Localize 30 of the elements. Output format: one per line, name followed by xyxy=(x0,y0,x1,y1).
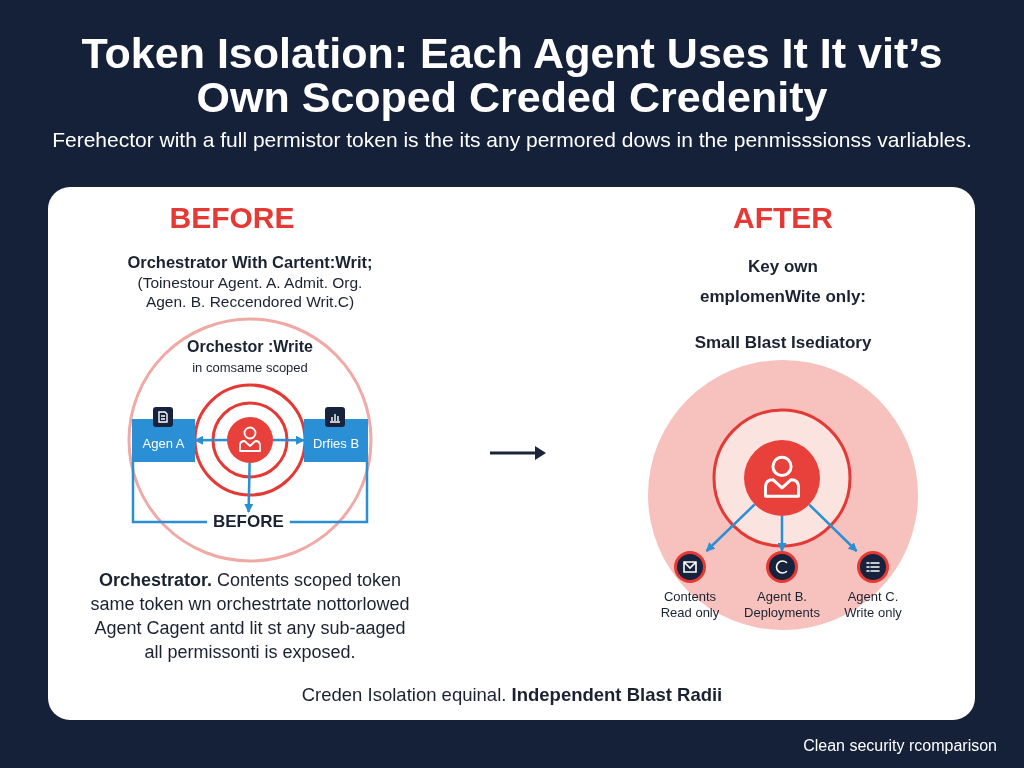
title: Token Isolation: Each Agent Uses It It vit’s Own Scoped Creded Credenity xyxy=(80,31,944,119)
subheading: Orchestrator With Cartent:Writ; xyxy=(126,252,374,272)
section-heading: AFTER xyxy=(732,200,834,236)
arrow xyxy=(273,435,305,445)
agent-label: Agen A xyxy=(142,436,185,451)
arrow xyxy=(705,503,756,552)
subheading: Key own emplomenWite only: xyxy=(698,256,868,308)
circle-subtitle: in comsame scoped xyxy=(191,359,309,376)
icon-caption: Agent B. Deployments xyxy=(743,589,821,621)
circle-title: Small Blast Isediatory xyxy=(693,332,873,353)
arrow xyxy=(808,503,858,552)
arrow xyxy=(777,516,787,552)
person-icon xyxy=(227,417,273,463)
icon-caption: Agent C. Write only xyxy=(843,589,903,621)
agent-label: Drfies B xyxy=(312,436,360,451)
frame-label: BEFORE xyxy=(207,512,290,532)
section-heading: BEFORE xyxy=(168,200,296,236)
icon-caption: Contents Read only xyxy=(659,589,721,621)
summary-text: Creden Isolation equinal. Independent Blast Radii xyxy=(300,683,724,707)
footer-text: Clean security rcomparison xyxy=(802,736,997,756)
scope-circle xyxy=(127,317,373,563)
description-text: Orchestrator. Contents scoped token same token wn orchestrtate nottorlowed Agent Cagent antd lit st any sub-aaged all permissonti is exposed. xyxy=(89,569,411,664)
circle-title: Orchestor :Write xyxy=(186,337,314,357)
connector-line xyxy=(131,462,207,524)
note-text: (Toinestour Agent. A. Admit. Org. Agen. B. Reccendored Writ.C) xyxy=(136,273,364,311)
connector-line xyxy=(289,462,369,524)
person-icon xyxy=(744,440,820,516)
arrow xyxy=(194,435,227,445)
subtitle: Ferehector with a full permistor token is the its any permored dows in the penmisssionss varliables. xyxy=(51,127,973,152)
arrow xyxy=(244,462,254,513)
